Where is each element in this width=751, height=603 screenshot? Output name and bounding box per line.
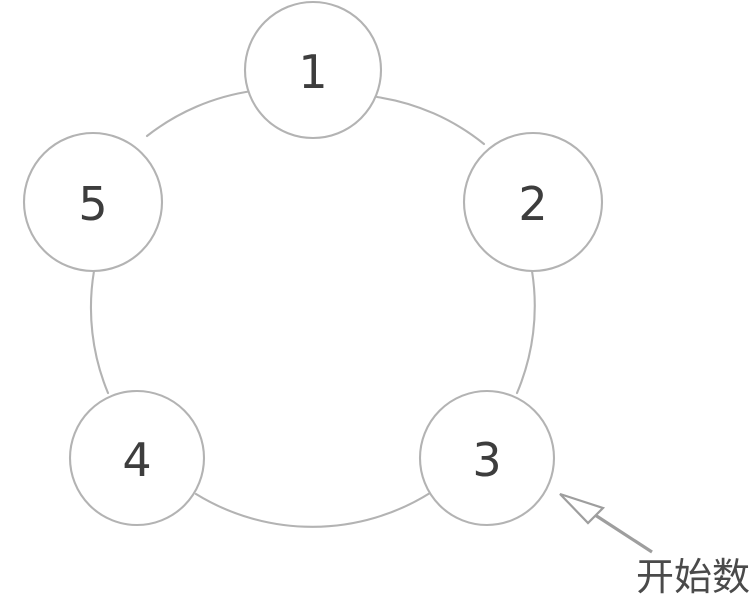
annotation-label: 开始数 — [636, 555, 750, 599]
node-4-circle[interactable] — [68, 389, 206, 527]
annotation-arrow-head-icon — [559, 492, 606, 525]
node-3-label: 3 — [472, 433, 501, 487]
node-3[interactable]: 3 — [418, 389, 556, 527]
node-3-circle[interactable] — [418, 389, 556, 527]
node-2[interactable]: 2 — [462, 131, 604, 273]
node-5-label: 5 — [78, 177, 107, 231]
node-4[interactable]: 4 — [68, 389, 206, 527]
start-annotation: 开始数 — [559, 492, 750, 599]
node-5-circle[interactable] — [22, 131, 164, 273]
arc-5-to-1 — [145, 89, 254, 138]
annotation-arrow-shaft — [591, 511, 653, 554]
ring-connections — [89, 89, 536, 528]
arc-3-to-4 — [194, 491, 432, 528]
node-5[interactable]: 5 — [22, 131, 164, 273]
node-1-circle[interactable] — [243, 0, 383, 140]
node-1[interactable]: 1 — [243, 0, 383, 140]
arc-1-to-2 — [375, 95, 486, 146]
node-4-label: 4 — [122, 433, 151, 487]
node-2-circle[interactable] — [462, 131, 604, 273]
arc-2-to-3 — [515, 269, 536, 395]
arc-4-to-5 — [89, 269, 110, 395]
node-1-label: 1 — [298, 45, 327, 99]
nodes-group: 1 2 3 4 5 — [22, 0, 604, 527]
node-2-label: 2 — [518, 177, 547, 231]
